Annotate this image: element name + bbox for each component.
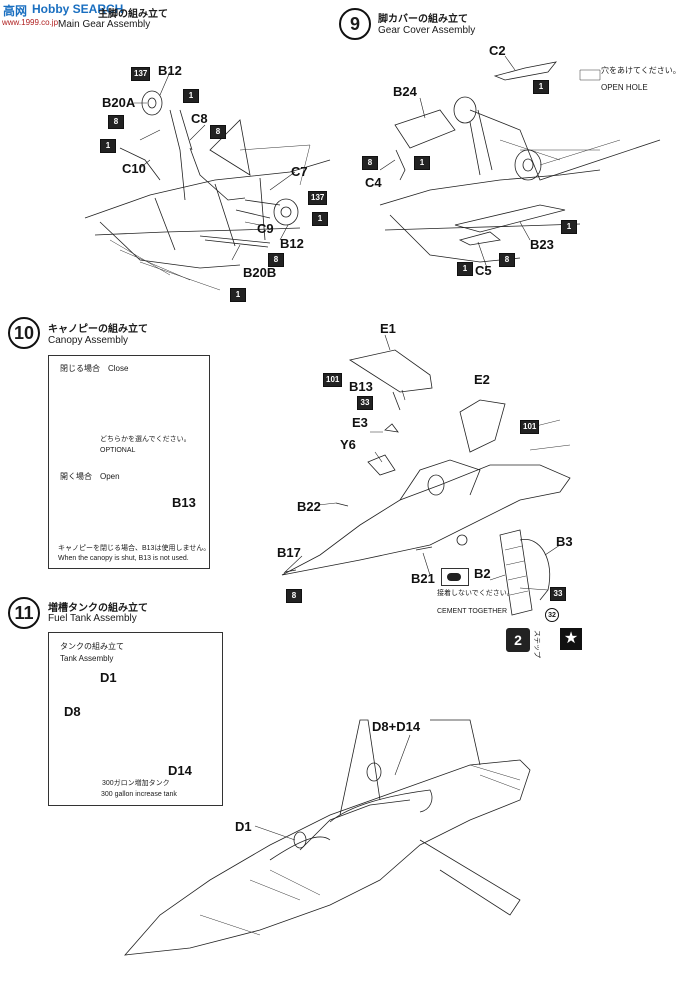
part-box-33: 33: [550, 587, 566, 601]
part-label-c2: C2: [489, 43, 506, 58]
part-box-1: 1: [457, 262, 473, 276]
part-label-b2: B2: [474, 566, 491, 581]
step-side-text: ステップ: [533, 630, 540, 658]
step10-number: 10: [8, 317, 40, 349]
tank-box-title-jp: タンクの組み立て: [60, 642, 124, 651]
step8-title-jp: 主脚の組み立て: [98, 9, 168, 20]
open-hole-note-jp: 穴をあけてください。: [601, 66, 681, 75]
part-label-b20a: B20A: [102, 95, 136, 110]
part-label-e1: E1: [380, 321, 396, 336]
part-label-c10: C10: [122, 161, 146, 176]
part-box-8: 8: [210, 125, 226, 139]
part-label-c8: C8: [191, 111, 208, 126]
part-label-d8-d14: D8+D14: [372, 719, 421, 734]
part-label-b13: B13: [349, 379, 373, 394]
step11-title-en: Fuel Tank Assembly: [48, 613, 137, 624]
part-box-137: 137: [131, 67, 151, 81]
part-box-101: 101: [323, 373, 343, 387]
part-box-1: 1: [533, 80, 549, 94]
open-option-label: 開く場合 Open: [60, 472, 120, 481]
watermark-site: www.1999.co.jp: [2, 18, 59, 27]
part-label-c5: C5: [475, 263, 492, 278]
part-label-b21: B21: [411, 571, 435, 586]
part-label-b13: B13: [172, 495, 196, 510]
part-label-b17: B17: [277, 545, 301, 560]
star-icon: ★: [560, 628, 582, 650]
part-label-c9: C9: [257, 221, 274, 236]
part-box-1: 1: [100, 139, 116, 153]
watermark-stamp: 高网: [3, 4, 28, 18]
part-label-y6: Y6: [340, 437, 356, 452]
optional-note-en: OPTIONAL: [100, 447, 136, 454]
step10-title-en: Canopy Assembly: [48, 335, 129, 346]
step10-drawing: [281, 334, 571, 616]
tank-caption-en: 300 gallon increase tank: [101, 791, 177, 798]
step10-title-jp: キャノピーの組み立て: [48, 324, 148, 335]
canopy-note-en: When the canopy is shut, B13 is not used…: [58, 555, 189, 562]
part-box-1: 1: [561, 220, 577, 234]
part-box-1: 1: [230, 288, 246, 302]
open-hole-note-en: OPEN HOLE: [601, 83, 648, 92]
part-label-b3: B3: [556, 534, 573, 549]
part-label-b12: B12: [158, 63, 182, 78]
part-box-1: 1: [312, 212, 328, 226]
part-label-d8: D8: [64, 704, 81, 719]
cement-note-en: CEMENT TOGETHER: [437, 608, 508, 615]
part-label-b24: B24: [393, 84, 417, 99]
tank-box-title-en: Tank Assembly: [60, 654, 114, 663]
part-box-1: 1: [414, 156, 430, 170]
part-box-32: 32: [545, 608, 559, 622]
step8-title-en: Main Gear Assembly: [58, 19, 151, 30]
part-label-d1: D1: [235, 819, 252, 834]
step9-title-en: Gear Cover Assembly: [378, 25, 476, 36]
tank-caption-jp: 300ガロン増加タンク: [102, 780, 170, 787]
step8-drawing: [84, 71, 331, 291]
canopy-option-box: [48, 355, 210, 569]
part-label-d14: D14: [168, 763, 192, 778]
step11-title-jp: 増槽タンクの組み立て: [48, 603, 148, 614]
part-label-e3: E3: [352, 415, 368, 430]
step9-number: 9: [339, 8, 371, 40]
part-label-e2: E2: [474, 372, 490, 387]
step11-number: 11: [8, 597, 40, 629]
cement-note-jp: 接着しないでください。: [437, 590, 514, 597]
part-label-d1: D1: [100, 670, 117, 685]
close-option-label: 閉じる場合 Close: [60, 364, 129, 373]
part-box-101: 101: [520, 420, 540, 434]
part-box-8: 8: [108, 115, 124, 129]
watermark-brand: Hobby SEARCH: [32, 2, 124, 16]
part-box-8: 8: [362, 156, 378, 170]
part-box-33: 33: [357, 396, 373, 410]
part-box-8: 8: [499, 253, 515, 267]
part-label-c4: C4: [365, 175, 382, 190]
part-box-8: 8: [268, 253, 284, 267]
part-label-b22: B22: [297, 499, 321, 514]
step9-title-jp: 脚カバーの組み立て: [378, 14, 468, 25]
tank-assembly-box: [48, 632, 223, 806]
part-label-b20b: B20B: [243, 265, 277, 280]
part-label-b23: B23: [530, 237, 554, 252]
canopy-note-jp: キャノピーを閉じる場合、B13は使用しません。: [58, 545, 211, 552]
step11-drawing: [124, 719, 531, 956]
optional-note-jp: どちらかを選んでください。: [100, 436, 191, 443]
part-label-b12: B12: [280, 236, 304, 251]
step-ref-2: 2: [506, 628, 530, 652]
part-box-8: 8: [286, 589, 302, 603]
cement-icon: [441, 568, 469, 586]
part-box-137: 137: [308, 191, 328, 205]
part-label-c7: C7: [291, 164, 308, 179]
part-box-1: 1: [183, 89, 199, 103]
